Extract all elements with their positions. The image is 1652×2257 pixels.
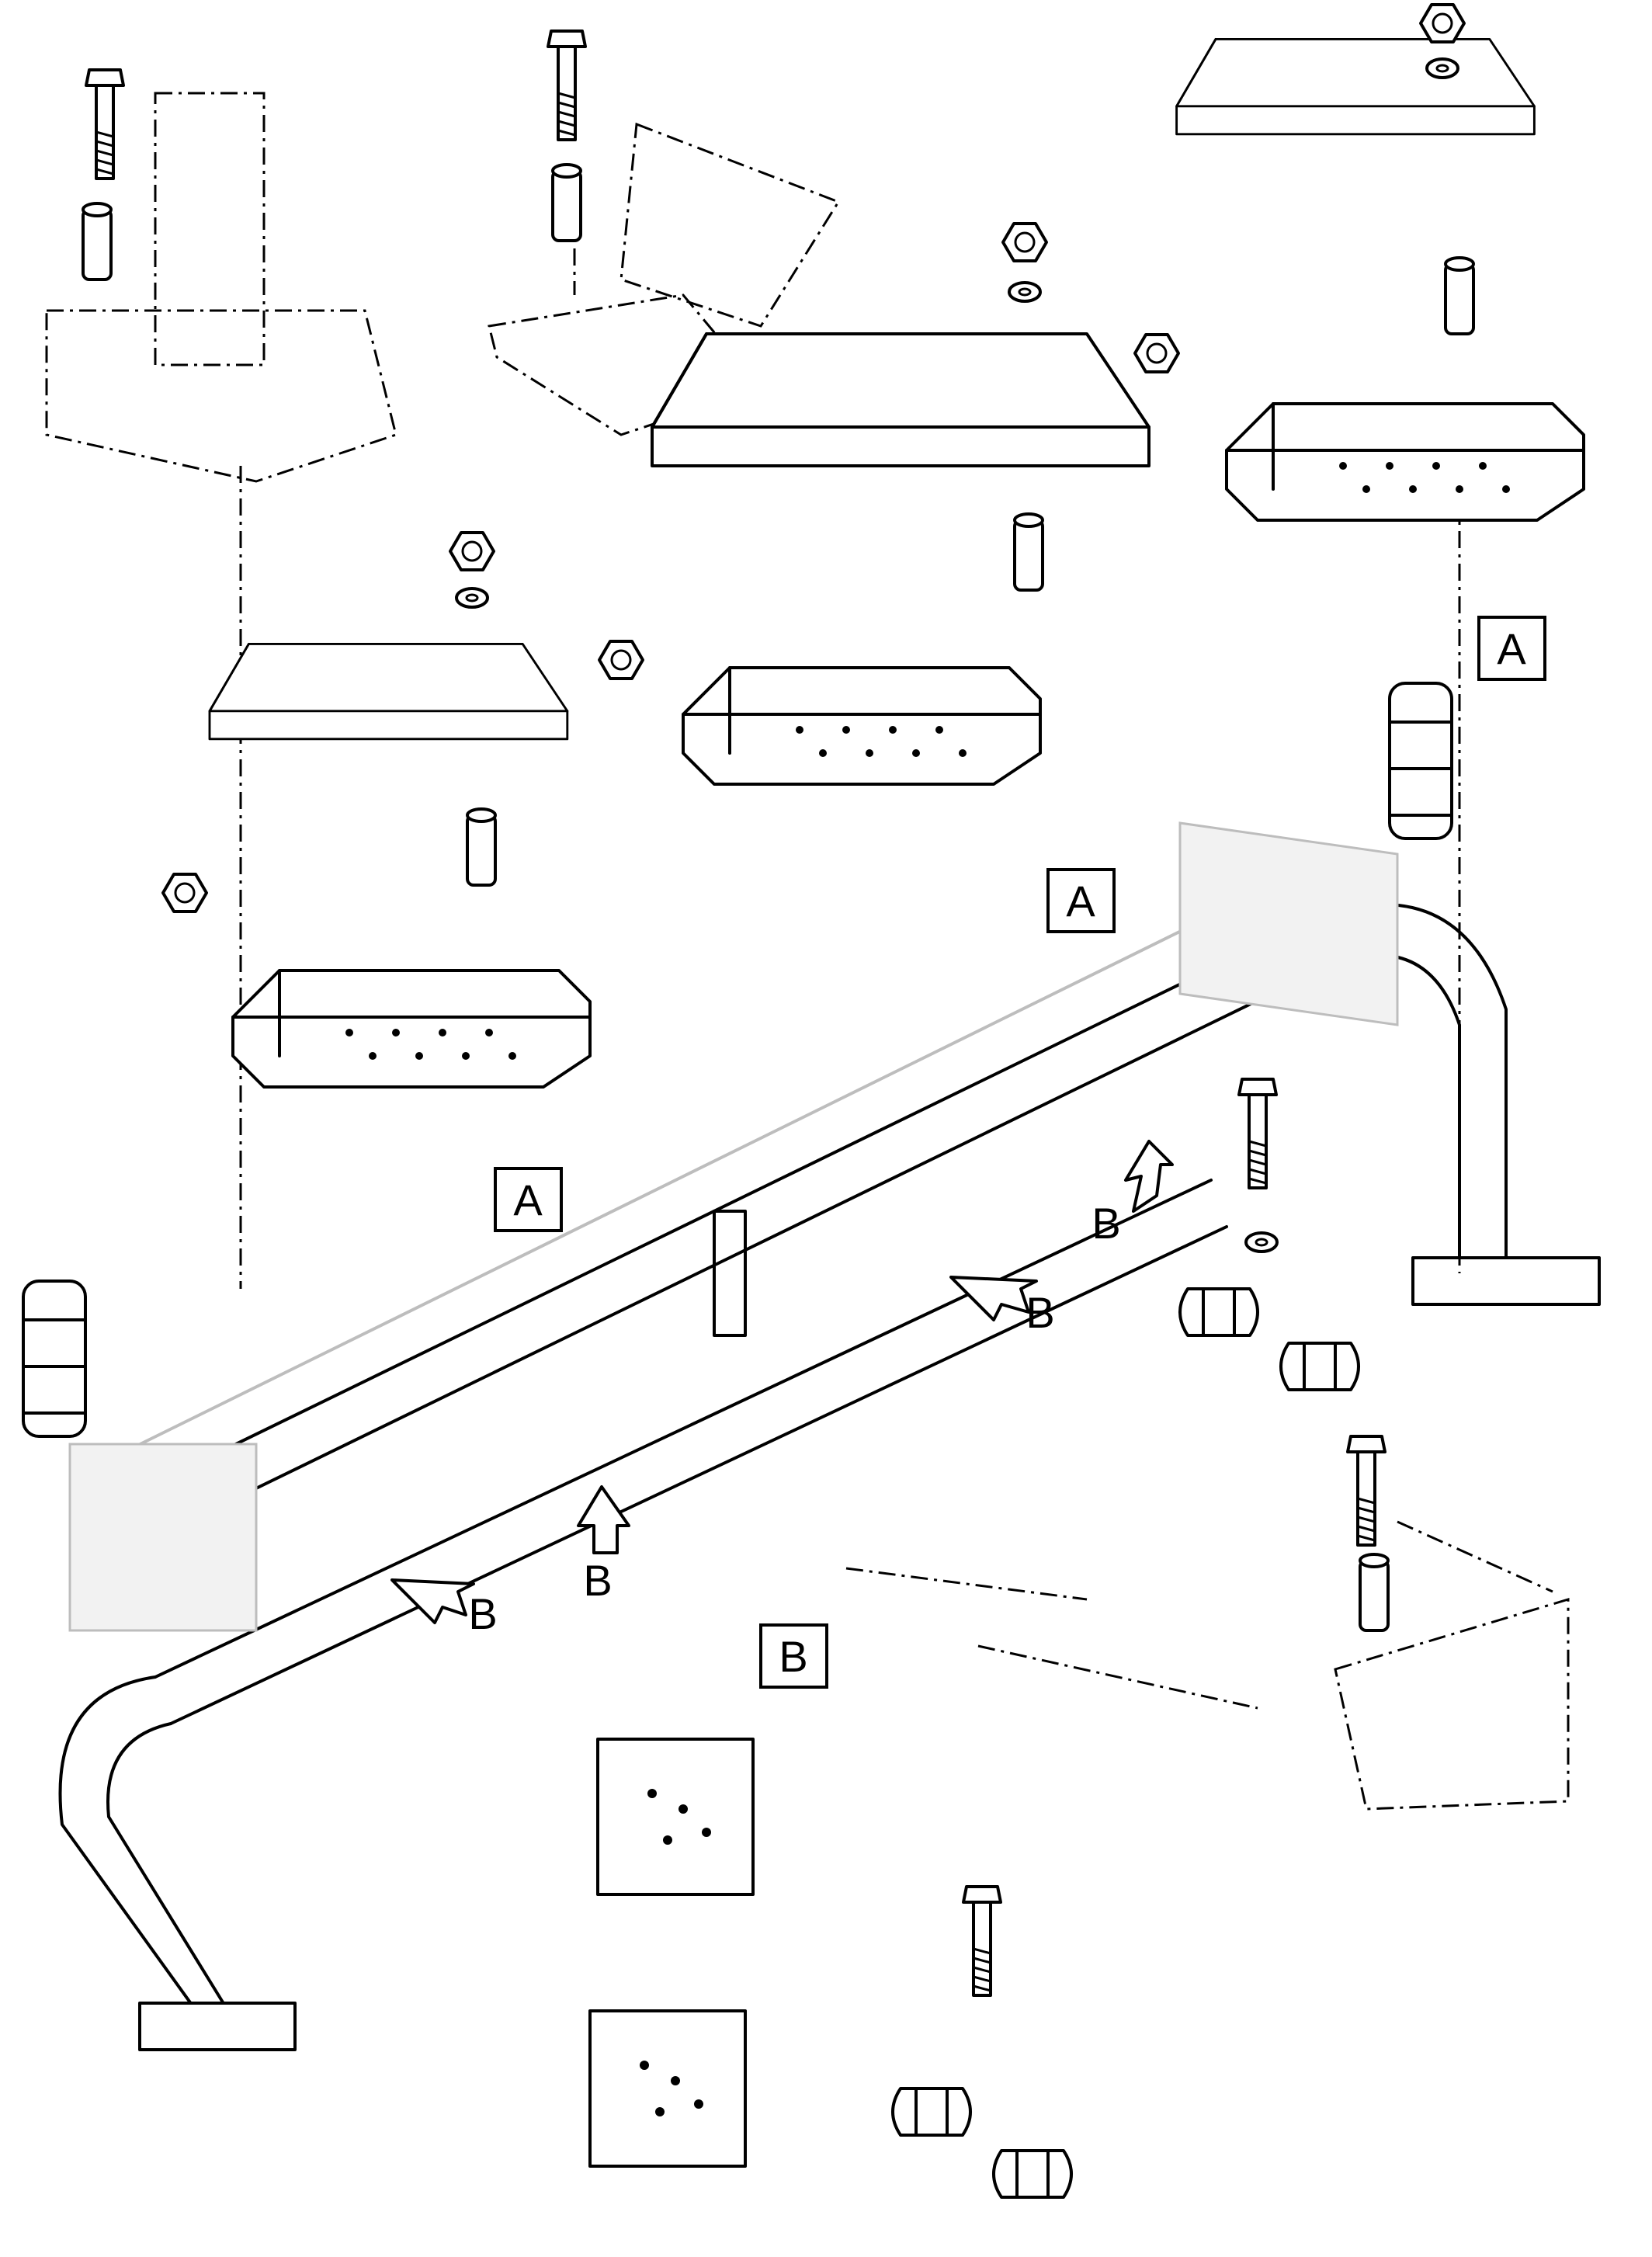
- phantom-mounting-right: [1334, 1520, 1570, 1811]
- svg-text:B: B: [1092, 1199, 1120, 1248]
- callout-b-2: B: [949, 1276, 1055, 1337]
- main-tube-frame: [58, 821, 1601, 2051]
- callout-a-right: A: [1477, 616, 1546, 681]
- cover-right: [1175, 37, 1536, 136]
- svg-text:B: B: [583, 1556, 612, 1605]
- callout-b-4: B: [390, 1578, 498, 1638]
- ribbed-sleeve-right: [1388, 682, 1453, 840]
- svg-text:A: A: [1066, 877, 1095, 925]
- callout-b-box: B: [759, 1623, 828, 1689]
- alignment-lines: [239, 248, 1461, 1710]
- cover-left: [208, 642, 569, 741]
- svg-text:B: B: [468, 1589, 497, 1638]
- bracket-left: [231, 969, 592, 1089]
- clamps: [891, 1287, 1360, 2199]
- mounting-plates: [588, 1738, 755, 2168]
- callout-b-3: B: [577, 1485, 630, 1605]
- svg-text:B: B: [779, 1632, 807, 1681]
- svg-text:A: A: [1497, 624, 1526, 673]
- phantom-mounting-left: [45, 92, 397, 483]
- callout-a-left: A: [494, 1167, 563, 1232]
- callout-b-1: B: [1092, 1140, 1174, 1248]
- svg-text:B: B: [1026, 1288, 1054, 1337]
- bracket-center: [682, 666, 1042, 786]
- ribbed-sleeve-left: [22, 1280, 87, 1438]
- svg-text:A: A: [513, 1175, 543, 1224]
- callout-a-center: A: [1046, 868, 1116, 933]
- bracket-right: [1225, 402, 1585, 522]
- cover-center: [651, 332, 1150, 467]
